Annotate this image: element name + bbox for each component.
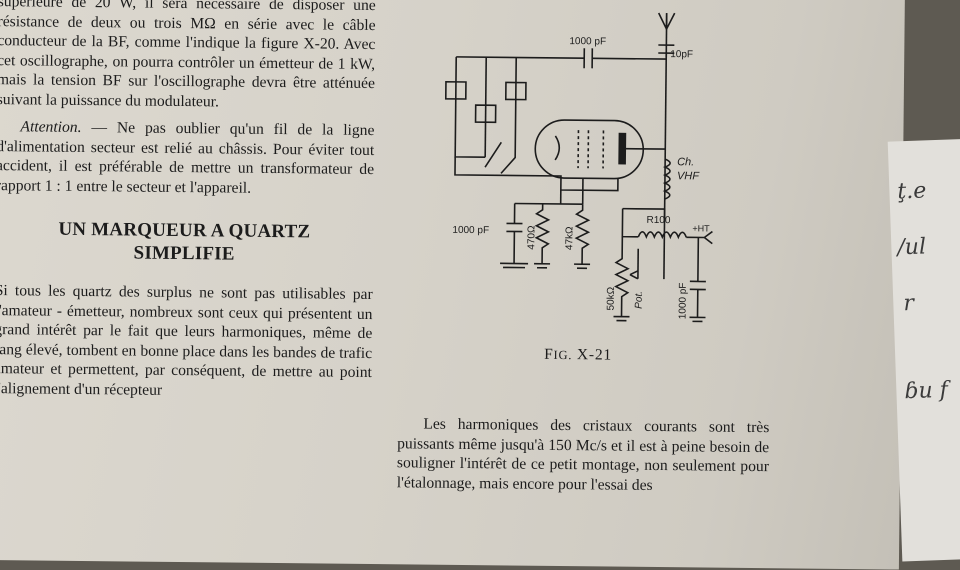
circuit-diagram: 1000 pF 10pF Ch. VHF 1000 pF 470Ω 47kΩ R… [444, 12, 713, 323]
label-res-47k: 47kΩ [564, 226, 575, 250]
circuit-wires [444, 12, 713, 323]
paragraph-quartz: Si tous les quartz des surplus ne sont p… [0, 282, 373, 399]
label-cap-top: 1000 pF [569, 36, 606, 47]
margin-note-2: /ul [896, 234, 927, 261]
margin-note-3: r [902, 290, 915, 317]
book-page: supérieure de 20 W, il sera nécessaire d… [0, 0, 905, 570]
label-cap-bottom: 1000 pF [677, 283, 688, 320]
figure-caption: FIG. X-21 [544, 346, 612, 365]
right-text-column: Les harmoniques des cristaux courants so… [397, 414, 770, 496]
label-choke-1: Ch. [677, 156, 694, 168]
caption-smallcaps: IG. [553, 347, 573, 363]
left-text-column: supérieure de 20 W, il sera nécessaire d… [0, 0, 376, 402]
paragraph-harmonics: Les harmoniques des cristaux courants so… [396, 415, 770, 494]
attention-label: Attention. [20, 118, 82, 136]
paragraph-attention: Attention. — Ne pas oublier qu'un fil de… [0, 117, 375, 199]
margin-note-1: ţ.e [897, 178, 927, 205]
label-cap-antenna: 10pF [670, 49, 693, 60]
label-r100: R100 [646, 215, 670, 226]
section-title-line-2: SIMPLIFIE [133, 242, 235, 265]
label-pot-1: 50kΩ [606, 286, 617, 310]
margin-note-4: ɓu f [903, 377, 949, 405]
label-choke-2: VHF [677, 170, 700, 182]
section-title: UN MARQUEUR A QUARTZ SIMPLIFIE [0, 217, 373, 267]
paragraph-oscillograph: supérieure de 20 W, il sera nécessaire d… [0, 0, 376, 110]
label-supply: +HT [692, 223, 710, 233]
label-res-470: 470Ω [526, 225, 537, 250]
label-pot-2: Pot. [634, 291, 645, 309]
label-cap-left: 1000 pF [452, 225, 489, 236]
caption-number: X-21 [572, 346, 613, 364]
circuit-labels: 1000 pF 10pF Ch. VHF 1000 pF 470Ω 47kΩ R… [452, 36, 710, 320]
